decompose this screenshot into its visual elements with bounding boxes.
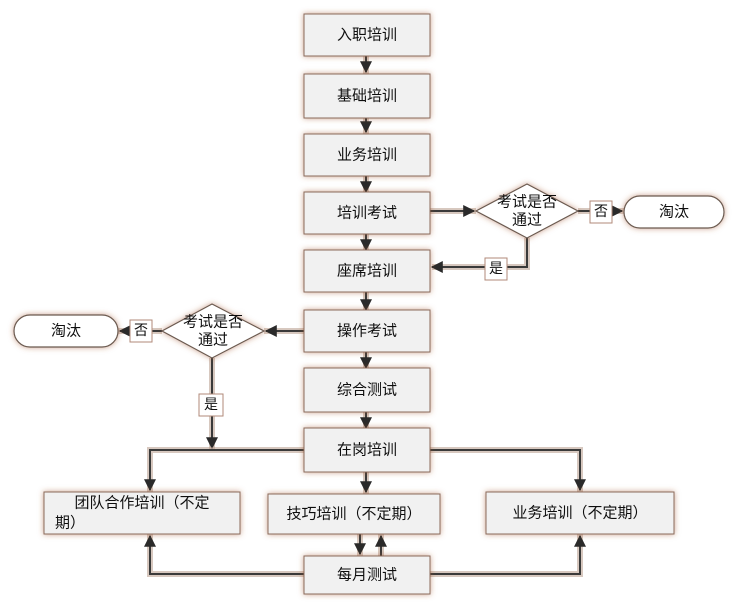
node-seat-training: 座席培训 bbox=[303, 249, 431, 293]
svg-text:是: 是 bbox=[204, 397, 218, 413]
svg-text:业务培训（不定期）: 业务培训（不定期） bbox=[512, 504, 647, 522]
label-yes-2: 是 bbox=[198, 393, 224, 417]
decision-exam-passed-1: 考试是否 通过 bbox=[474, 183, 580, 239]
svg-text:考试是否: 考试是否 bbox=[497, 193, 557, 211]
node-monthly-test: 每月测试 bbox=[303, 555, 431, 595]
svg-text:淘汰: 淘汰 bbox=[659, 203, 689, 221]
svg-text:团队合作培训（不定: 团队合作培训（不定 bbox=[74, 494, 209, 512]
svg-text:淘汰: 淘汰 bbox=[51, 322, 81, 340]
svg-text:培训考试: 培训考试 bbox=[337, 204, 397, 222]
terminal-eliminate-1: 淘汰 bbox=[623, 195, 725, 229]
svg-text:座席培训: 座席培训 bbox=[337, 262, 397, 280]
svg-text:综合测试: 综合测试 bbox=[337, 381, 397, 399]
svg-text:在岗培训: 在岗培训 bbox=[337, 441, 397, 459]
svg-text:否: 否 bbox=[134, 323, 148, 339]
svg-text:基础培训: 基础培训 bbox=[337, 87, 397, 105]
node-team-training: 团队合作培训（不定 期） bbox=[43, 491, 241, 535]
edges bbox=[118, 56, 624, 577]
svg-text:考试是否: 考试是否 bbox=[183, 313, 243, 331]
node-operation-exam: 操作考试 bbox=[303, 309, 431, 353]
svg-text:每月测试: 每月测试 bbox=[337, 566, 397, 584]
edge-labels: 否 是 否 是 bbox=[129, 200, 613, 417]
edge-onjob-team bbox=[144, 449, 304, 492]
svg-text:通过: 通过 bbox=[512, 211, 542, 229]
node-skills-training: 技巧培训（不定期） bbox=[267, 493, 441, 535]
node-on-job-training: 在岗培训 bbox=[303, 427, 431, 473]
edge-monthly-team bbox=[144, 534, 304, 575]
node-basic-training: 基础培训 bbox=[303, 73, 431, 119]
node-business-training: 业务培训 bbox=[303, 133, 431, 177]
edge-monthly-business bbox=[430, 534, 586, 575]
svg-text:业务培训: 业务培训 bbox=[337, 146, 397, 164]
svg-text:入职培训: 入职培训 bbox=[337, 26, 397, 44]
decision-exam-passed-2: 考试是否 通过 bbox=[160, 303, 266, 359]
svg-text:期）: 期） bbox=[55, 514, 85, 532]
terminal-eliminate-2: 淘汰 bbox=[13, 314, 119, 348]
svg-text:技巧培训（不定期）: 技巧培训（不定期） bbox=[286, 505, 421, 523]
edge-onjob-business bbox=[430, 449, 586, 492]
svg-text:是: 是 bbox=[489, 261, 503, 277]
svg-text:通过: 通过 bbox=[198, 331, 228, 349]
node-comprehensive-test: 综合测试 bbox=[303, 367, 431, 413]
svg-text:操作考试: 操作考试 bbox=[337, 322, 397, 340]
svg-text:否: 否 bbox=[594, 204, 608, 220]
node-business-training-irregular: 业务培训（不定期） bbox=[485, 491, 675, 535]
label-no-2: 否 bbox=[129, 319, 153, 343]
edge-decision1-seat bbox=[430, 238, 528, 273]
label-no-1: 否 bbox=[589, 200, 613, 224]
label-yes-1: 是 bbox=[484, 257, 508, 281]
nodes: 入职培训 基础培训 业务培训 培训考试 座席培训 操作考试 综合测试 在岗培训 bbox=[13, 13, 725, 595]
node-training-exam: 培训考试 bbox=[303, 191, 431, 235]
node-induction: 入职培训 bbox=[303, 13, 431, 57]
